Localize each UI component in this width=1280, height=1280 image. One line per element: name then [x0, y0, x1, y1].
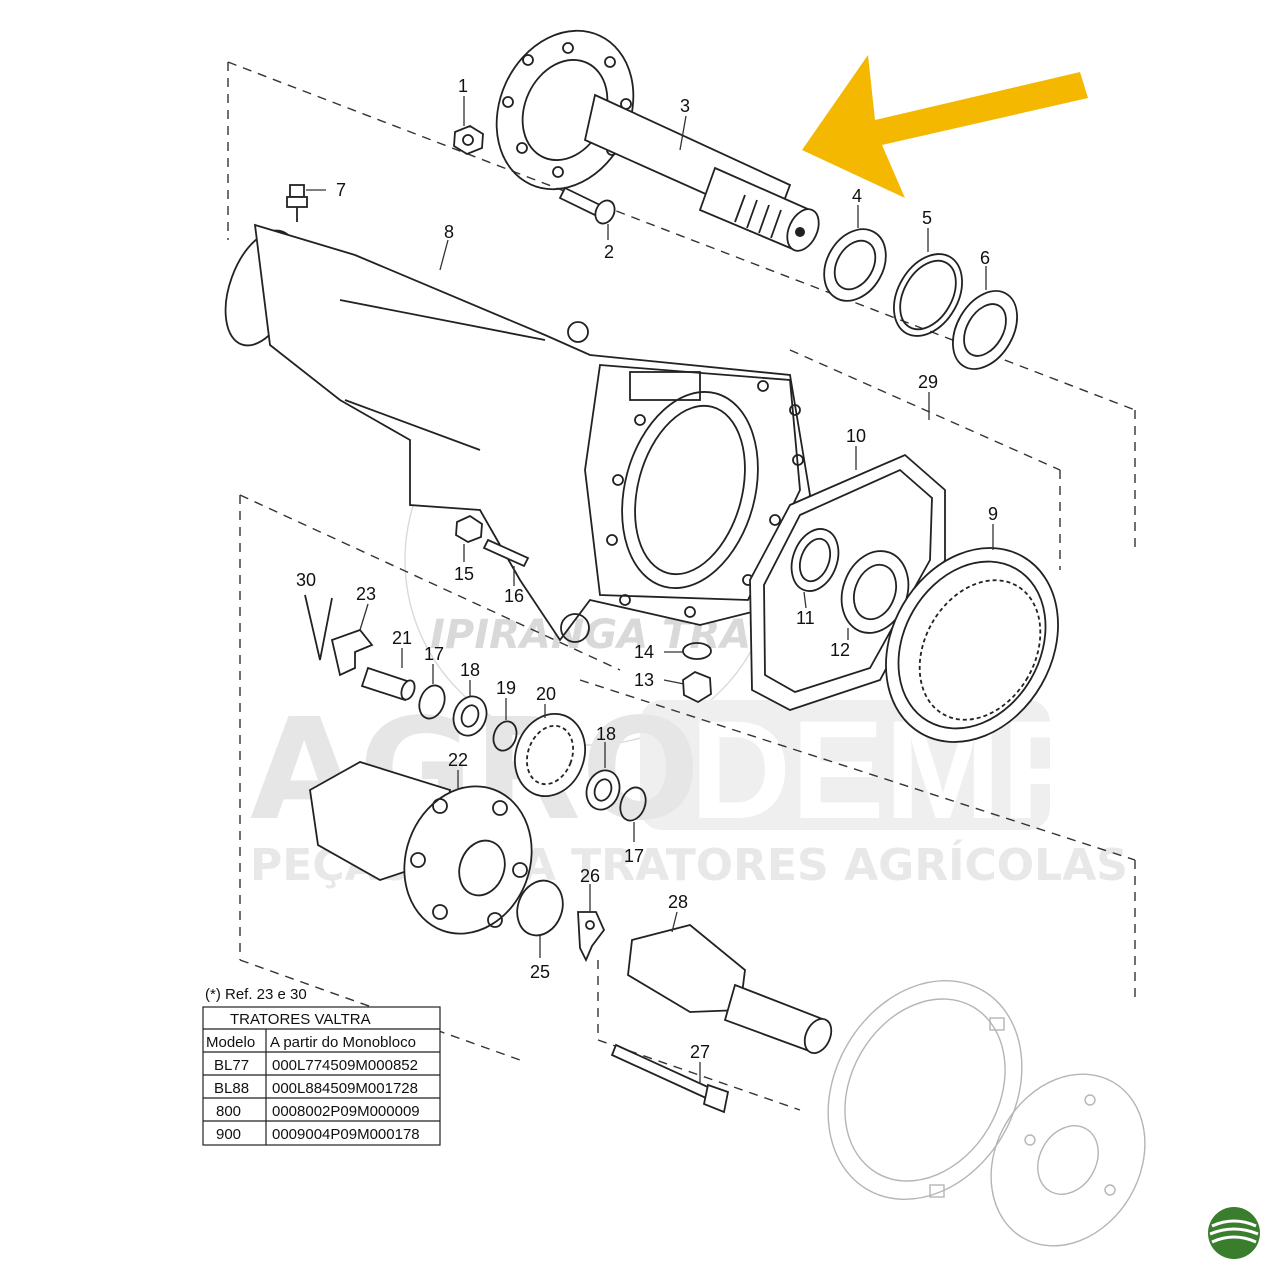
- part-axle-shaft: [495, 29, 820, 252]
- table-cell-model: BL77: [214, 1057, 249, 1074]
- callout-14: 14: [634, 642, 654, 662]
- callout-22: 22: [448, 750, 468, 770]
- part-needle-18a: [452, 695, 488, 737]
- part-plug-13: [682, 670, 712, 704]
- highlight-arrow-icon: [802, 55, 1088, 198]
- table-header-serial: A partir do Monobloco: [270, 1034, 416, 1051]
- callout-15: 15: [454, 564, 474, 584]
- part-seal-4: [823, 228, 887, 302]
- callout-17a: 17: [424, 644, 444, 664]
- part-washer-17b: [619, 786, 647, 822]
- part-plate-23: [330, 628, 374, 677]
- part-brake-housing: [827, 980, 1023, 1200]
- part-stud-16: [482, 538, 530, 568]
- callout-1: 1: [458, 76, 468, 96]
- reference-table: TRATORES VALTRA Modelo A partir do Monob…: [202, 1006, 441, 1146]
- ref-note: (*) Ref. 23 e 30: [205, 986, 307, 1003]
- table-cell-serial: 000L884509M001728: [272, 1080, 418, 1097]
- callout-6: 6: [980, 248, 990, 268]
- callout-30: 30: [296, 570, 316, 590]
- part-washer-17a: [418, 684, 446, 720]
- leader-lines: [306, 96, 994, 1084]
- table-cell-model: BL88: [214, 1080, 249, 1097]
- callout-27: 27: [690, 1042, 710, 1062]
- part-lock-26: [577, 911, 606, 963]
- callout-11: 11: [796, 608, 815, 628]
- callout-29: 29: [918, 372, 938, 392]
- callout-13: 13: [634, 670, 654, 690]
- part-nut-1: [453, 124, 484, 156]
- part-sun-shaft-28: [627, 924, 833, 1054]
- callout-5: 5: [922, 208, 932, 228]
- table-cell-serial: 000L774509M000852: [272, 1057, 418, 1074]
- callout-20: 20: [536, 684, 556, 704]
- part-brake-disc: [990, 1073, 1146, 1247]
- part-planet-carrier-22: [309, 761, 533, 935]
- part-clip-30: [304, 594, 333, 661]
- table-cell-model: 800: [216, 1103, 241, 1120]
- callout-8: 8: [444, 222, 454, 242]
- callout-labels: 1 2 3 4 5 6 7 8 9 10 11 12 13 14 15 16 1…: [296, 76, 998, 1062]
- part-bolt-2: [558, 186, 616, 225]
- part-bearing-6: [952, 290, 1018, 370]
- part-breather-7: [286, 184, 308, 222]
- callout-18a: 18: [460, 660, 480, 680]
- callout-3: 3: [680, 96, 690, 116]
- callout-7: 7: [336, 180, 346, 200]
- callout-26: 26: [580, 866, 600, 886]
- callout-10: 10: [846, 426, 866, 446]
- callout-4: 4: [852, 186, 862, 206]
- part-axle-housing: [224, 223, 811, 643]
- part-needle-18b: [585, 769, 621, 811]
- callout-28: 28: [668, 892, 688, 912]
- stripes-logo-icon: [1208, 1207, 1260, 1259]
- callout-17b: 17: [624, 846, 644, 866]
- part-washer-19: [492, 720, 518, 752]
- part-pin-21: [360, 666, 416, 702]
- table-header-model: Modelo: [206, 1034, 255, 1051]
- table-cell-model: 900: [216, 1126, 241, 1143]
- part-ring-5: [893, 253, 963, 337]
- callout-16: 16: [504, 586, 524, 606]
- callout-23: 23: [356, 584, 376, 604]
- callout-9: 9: [988, 504, 998, 524]
- part-bolt-27: [610, 1043, 730, 1114]
- part-ring-gear-9: [885, 547, 1059, 743]
- callout-21: 21: [392, 628, 412, 648]
- callout-25: 25: [530, 962, 550, 982]
- part-circlip-25: [516, 879, 564, 937]
- part-washer-14: [682, 642, 712, 660]
- part-seal-11: [790, 528, 840, 592]
- part-nut-15: [455, 514, 483, 543]
- table-cell-serial: 0009004P09M000178: [272, 1126, 420, 1143]
- callout-19: 19: [496, 678, 516, 698]
- table-cell-serial: 0008002P09M000009: [272, 1103, 420, 1120]
- part-planet-gear-20: [514, 712, 586, 798]
- watermark-brand-right: DEMP: [690, 691, 1094, 848]
- callout-2: 2: [604, 242, 614, 262]
- callout-18b: 18: [596, 724, 616, 744]
- table-title: TRATORES VALTRA: [230, 1011, 371, 1028]
- callout-12: 12: [830, 640, 850, 660]
